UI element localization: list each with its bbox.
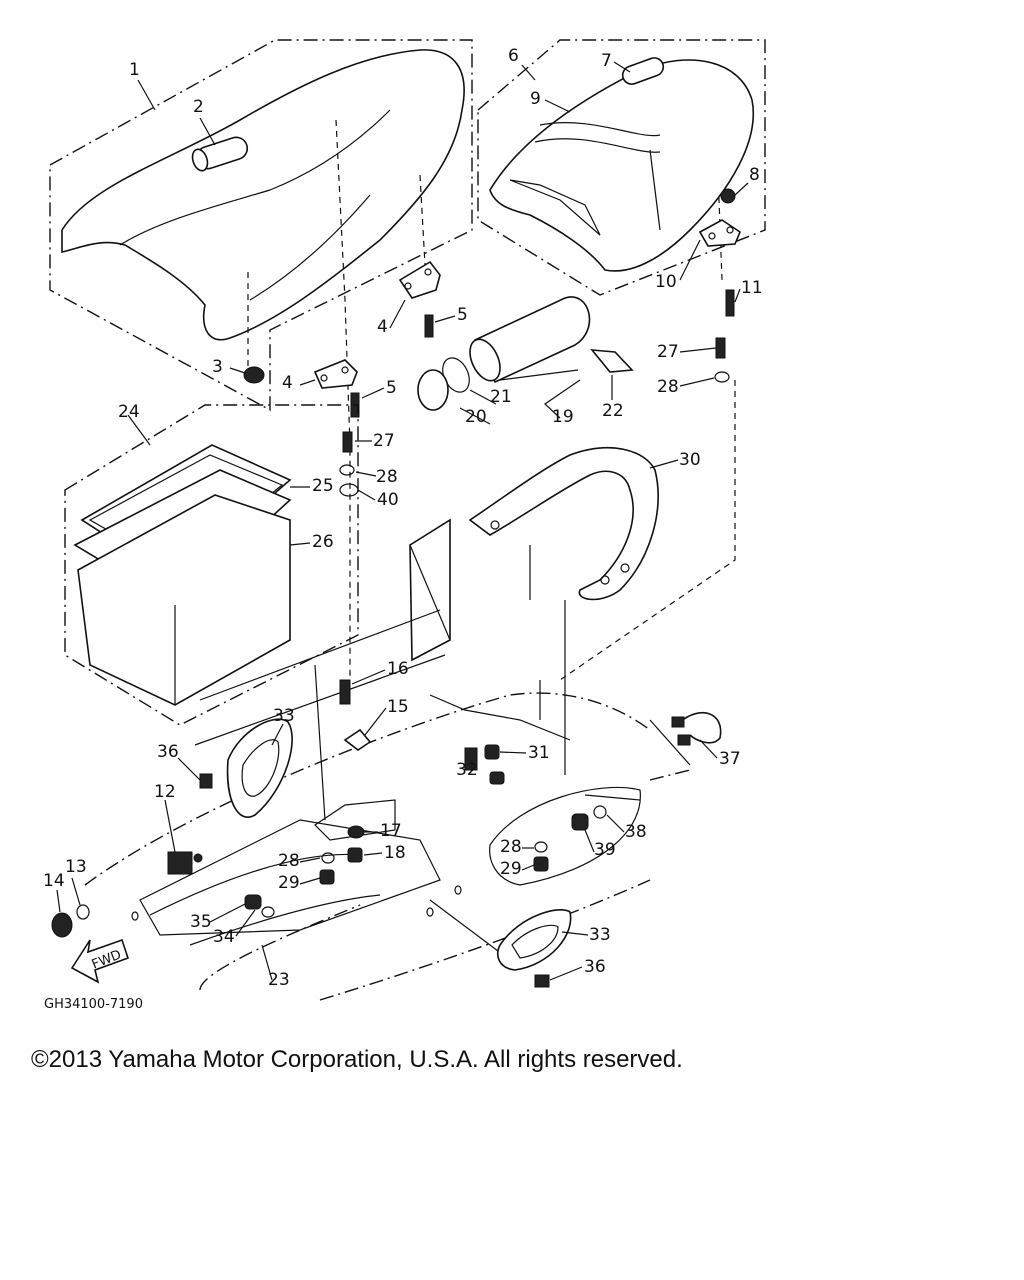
callout-29: 29 xyxy=(500,859,522,879)
deck-hardware xyxy=(51,679,722,988)
callout-23: 23 xyxy=(268,970,290,990)
callout-15: 15 xyxy=(387,697,409,717)
front-seat-assembly xyxy=(49,39,473,412)
callout-18: 18 xyxy=(384,843,406,863)
callout-17: 17 xyxy=(380,821,402,841)
callout-4: 4 xyxy=(377,317,388,337)
leader-lines xyxy=(56,61,749,981)
callout-labels: 1 2 3 4 4 5 5 6 7 8 9 10 11 12 13 14 15 … xyxy=(43,46,763,1012)
callout-2: 2 xyxy=(193,97,204,117)
callout-4: 4 xyxy=(282,373,293,393)
callout-27: 27 xyxy=(373,431,395,451)
callout-33: 33 xyxy=(273,706,295,726)
callout-28: 28 xyxy=(278,851,300,871)
callout-14: 14 xyxy=(43,871,65,891)
callout-30: 30 xyxy=(679,450,701,470)
storage-tube-assembly xyxy=(417,296,634,411)
callout-19: 19 xyxy=(552,407,574,427)
callout-7: 7 xyxy=(601,51,612,71)
callout-16: 16 xyxy=(387,659,409,679)
callout-22: 22 xyxy=(602,401,624,421)
callout-29: 29 xyxy=(278,873,300,893)
copyright-notice: ©2013 Yamaha Motor Corporation, U.S.A. A… xyxy=(31,1046,683,1073)
callout-35: 35 xyxy=(190,912,212,932)
callout-26: 26 xyxy=(312,532,334,552)
diagram-id: GH34100-7190 xyxy=(44,997,143,1012)
callout-34: 34 xyxy=(213,927,235,947)
parts-diagram: 1 2 3 4 4 5 5 6 7 8 9 10 11 12 13 14 15 … xyxy=(43,39,766,1012)
callout-10: 10 xyxy=(655,272,677,292)
callout-36: 36 xyxy=(157,742,179,762)
callout-28: 28 xyxy=(657,377,679,397)
callout-5: 5 xyxy=(386,378,397,398)
callout-5: 5 xyxy=(457,305,468,325)
callout-1: 1 xyxy=(129,60,140,80)
callout-25: 25 xyxy=(312,476,334,496)
callout-37: 37 xyxy=(719,749,741,769)
callout-28: 28 xyxy=(500,837,522,857)
grab-handle xyxy=(468,447,659,601)
callout-31: 31 xyxy=(528,743,550,763)
storage-box-assembly xyxy=(64,404,359,726)
callout-28: 28 xyxy=(376,467,398,487)
callout-11: 11 xyxy=(741,278,763,298)
callout-32: 32 xyxy=(456,760,478,780)
callout-33: 33 xyxy=(589,925,611,945)
callout-3: 3 xyxy=(212,357,223,377)
callout-6: 6 xyxy=(508,46,519,66)
callout-27: 27 xyxy=(657,342,679,362)
callout-39: 39 xyxy=(594,840,616,860)
callout-12: 12 xyxy=(154,782,176,802)
hull-deck xyxy=(84,692,691,1001)
rear-seat-assembly xyxy=(477,39,766,296)
callout-21: 21 xyxy=(490,387,512,407)
callout-24: 24 xyxy=(118,402,140,422)
callout-8: 8 xyxy=(749,165,760,185)
callout-13: 13 xyxy=(65,857,87,877)
callout-40: 40 xyxy=(377,490,399,510)
callout-9: 9 xyxy=(530,89,541,109)
callout-36: 36 xyxy=(584,957,606,977)
callout-38: 38 xyxy=(625,822,647,842)
